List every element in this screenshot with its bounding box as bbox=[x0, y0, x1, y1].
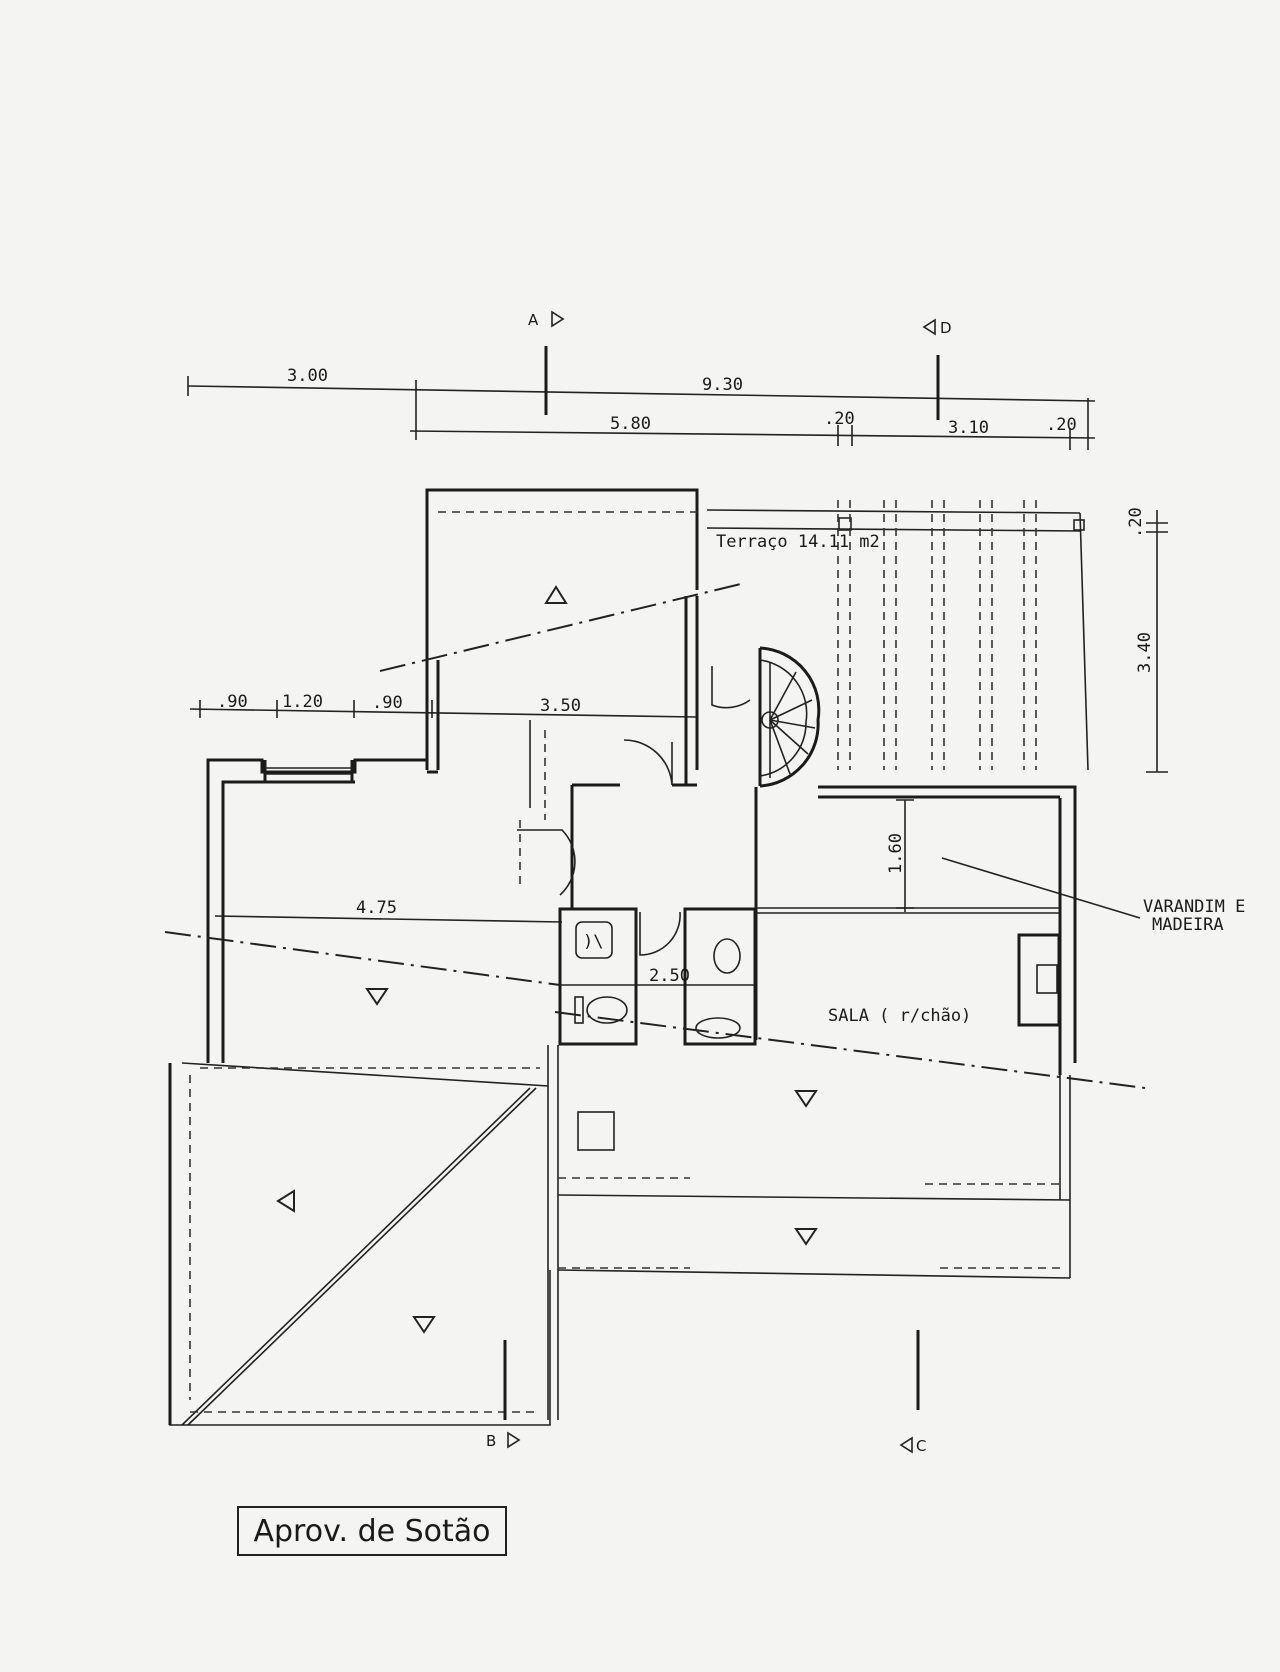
svg-text:C: C bbox=[916, 1437, 926, 1455]
dim-3-10: 3.10 bbox=[948, 418, 989, 438]
dim-left-90-a: .90 bbox=[217, 692, 248, 712]
section-cut-lines bbox=[164, 582, 1146, 1089]
varandim-label: VARANDIM E bbox=[1143, 897, 1245, 917]
dim-gap-20-b: .20 bbox=[1046, 415, 1077, 435]
section-mark-d: D bbox=[922, 318, 952, 337]
dim-5-80: 5.80 bbox=[610, 414, 651, 434]
dim-side-20: .20 bbox=[1126, 507, 1146, 538]
svg-text:D: D bbox=[940, 319, 952, 337]
room-labels: VARANDIM E MADEIRA SALA ( r/chão) bbox=[828, 857, 1245, 1026]
top-dimension-lines: 3.00 9.30 5.80 .20 3.10 .20 bbox=[187, 346, 1096, 450]
dim-2-50: 2.50 bbox=[649, 966, 690, 986]
dim-left-90-b: .90 bbox=[372, 693, 403, 713]
drawing-title: Aprov. de Sotão bbox=[237, 1506, 507, 1556]
svg-text:)\: )\ bbox=[583, 932, 603, 952]
roof-slope-arrows bbox=[276, 585, 818, 1334]
roof-overhangs bbox=[189, 511, 1060, 1413]
dim-3-40: 3.40 bbox=[1135, 632, 1155, 673]
interior-dimensions: .90 1.20 .90 3.50 4.75 1.60 2.50 bbox=[189, 692, 914, 986]
section-mark-b: B bbox=[486, 1340, 521, 1450]
bath-fixtures: )\ bbox=[574, 921, 741, 1039]
walls bbox=[168, 488, 1077, 1426]
section-mark-a: A bbox=[528, 310, 565, 329]
madeira-label: MADEIRA bbox=[1152, 915, 1224, 935]
dim-3-50: 3.50 bbox=[540, 696, 581, 716]
dim-left-1-20: 1.20 bbox=[282, 692, 323, 712]
spiral-staircase bbox=[758, 646, 821, 788]
dim-4-75: 4.75 bbox=[356, 898, 397, 918]
terrace-area: Terraço 14.11 m2 bbox=[706, 500, 1089, 771]
terrace-label: Terraço 14.11 m2 bbox=[716, 532, 880, 552]
doors bbox=[517, 666, 751, 956]
dim-9-30: 9.30 bbox=[702, 375, 743, 395]
svg-text:A: A bbox=[528, 311, 539, 329]
dim-3-00: 3.00 bbox=[287, 366, 328, 386]
sala-label: SALA ( r/chão) bbox=[828, 1006, 971, 1026]
svg-text:B: B bbox=[486, 1432, 496, 1450]
right-dimension-lines: .20 3.40 bbox=[1126, 507, 1168, 773]
dim-gap-20-a: .20 bbox=[824, 409, 855, 429]
section-mark-c: C bbox=[899, 1330, 926, 1455]
dim-1-60: 1.60 bbox=[886, 833, 906, 874]
